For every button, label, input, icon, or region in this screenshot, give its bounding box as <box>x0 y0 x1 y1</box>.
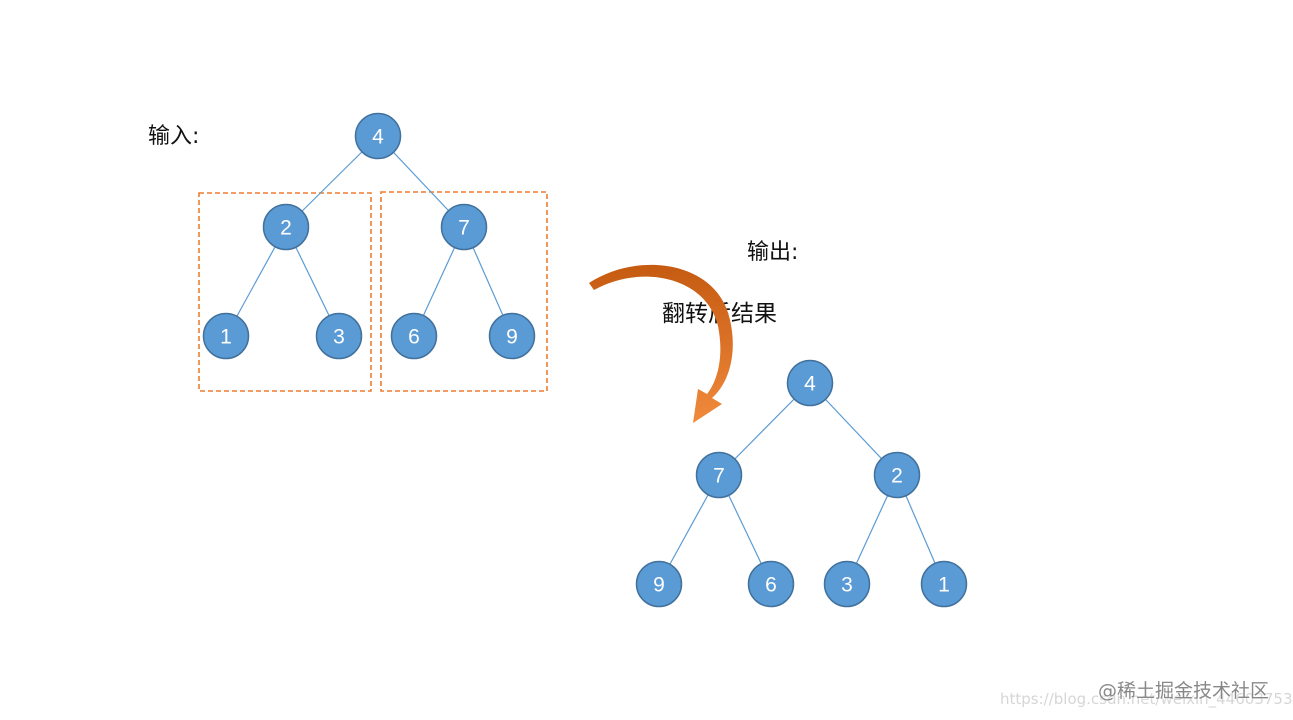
tree-node: 9 <box>635 560 683 608</box>
tree-node: 7 <box>695 451 743 499</box>
node-value: 2 <box>891 465 903 488</box>
output-tree-nodes: 4 7 2 9 6 3 1 <box>635 359 968 608</box>
node-value: 2 <box>280 217 292 240</box>
left-subtree-box <box>198 192 372 392</box>
node-value: 1 <box>220 326 232 349</box>
node-value: 6 <box>408 326 420 349</box>
tree-node: 9 <box>488 312 536 360</box>
flip-arrow-icon <box>589 264 733 423</box>
node-value: 6 <box>765 574 777 597</box>
output-label: 输出: <box>747 240 799 265</box>
node-value: 4 <box>372 126 384 149</box>
node-value: 3 <box>841 574 853 597</box>
tree-node: 6 <box>747 560 795 608</box>
input-tree-nodes: 4 2 7 1 3 6 9 <box>202 112 536 360</box>
node-value: 3 <box>333 326 345 349</box>
tree-node: 6 <box>390 312 438 360</box>
node-value: 9 <box>653 574 665 597</box>
tree-node: 2 <box>262 203 310 251</box>
tree-node: 4 <box>354 112 402 160</box>
node-value: 7 <box>713 465 725 488</box>
node-value: 7 <box>458 217 470 240</box>
input-label: 输入: <box>148 124 200 149</box>
tree-node: 3 <box>823 560 871 608</box>
tree-node: 3 <box>315 312 363 360</box>
node-value: 4 <box>804 373 816 396</box>
tree-node: 1 <box>202 312 250 360</box>
node-value: 9 <box>506 326 518 349</box>
tree-node: 4 <box>786 359 834 407</box>
tree-node: 1 <box>920 560 968 608</box>
node-value: 1 <box>938 574 950 597</box>
tree-node: 7 <box>440 203 488 251</box>
watermark-url: https://blog.csdn.net/weixin_44603753 <box>1000 690 1293 708</box>
tree-node: 2 <box>873 451 921 499</box>
right-subtree-box <box>380 191 548 392</box>
watermark-brand: @稀土掘金技术社区 <box>1098 680 1270 702</box>
